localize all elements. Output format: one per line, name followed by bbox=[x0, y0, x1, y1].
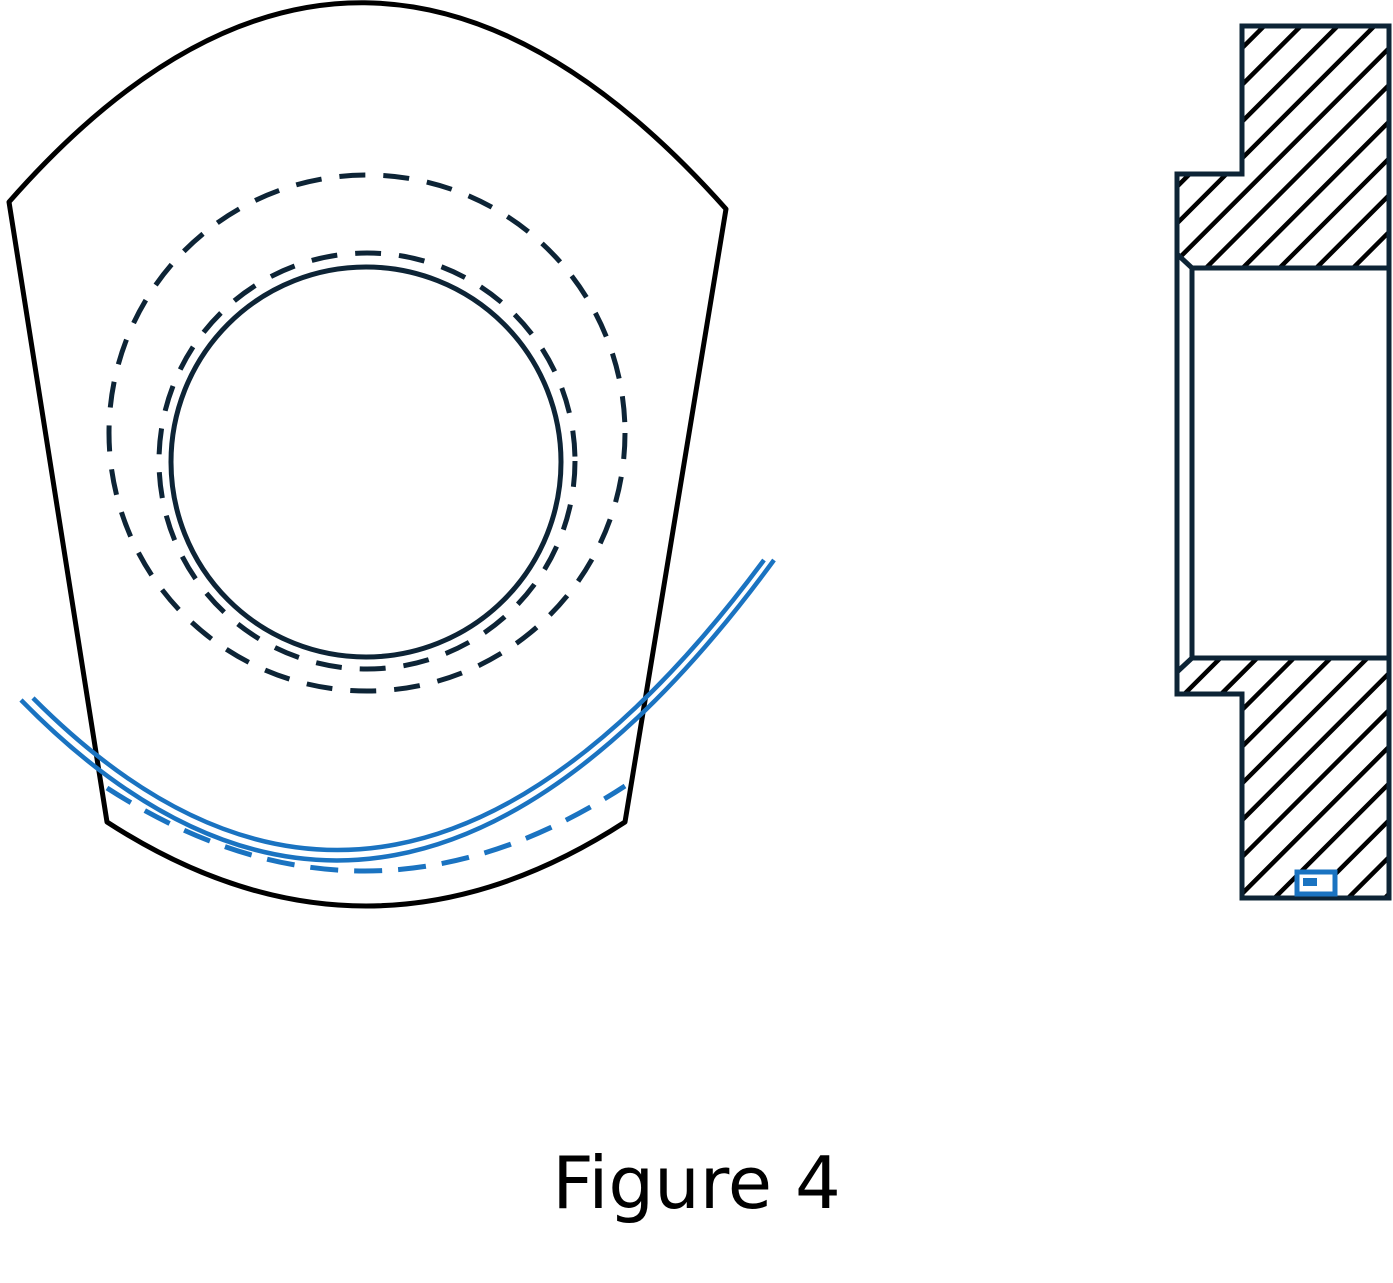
lower-hatched-section bbox=[1174, 655, 1392, 901]
outer-hidden-circle bbox=[106, 172, 628, 694]
bore-section bbox=[1189, 265, 1392, 661]
inner-hidden-circle bbox=[156, 250, 578, 672]
blue-marker-inner bbox=[1303, 878, 1317, 886]
highlight-arc-inner bbox=[31, 558, 766, 853]
front-view-outline bbox=[6, 0, 729, 909]
highlight-arc-dashed bbox=[105, 783, 627, 874]
upper-hatched-section bbox=[1174, 23, 1392, 271]
bore-circle bbox=[168, 264, 564, 660]
front-view bbox=[6, 0, 776, 909]
section-view bbox=[1174, 23, 1392, 901]
figure-caption: Figure 4 bbox=[552, 1141, 841, 1225]
highlight-arc-outer bbox=[19, 558, 776, 863]
